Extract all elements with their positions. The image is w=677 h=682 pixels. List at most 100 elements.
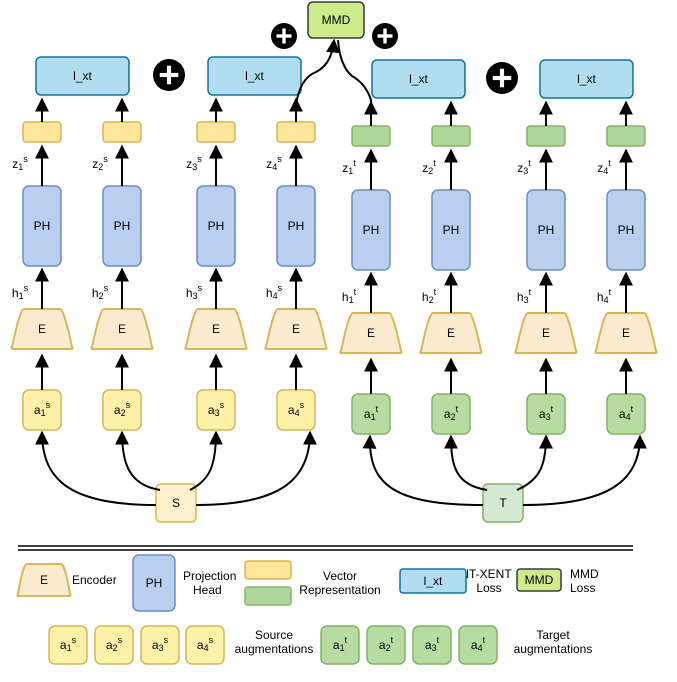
target-col-4-h-label: h4t [597,287,612,305]
legend-vector-label-2: Representation [299,583,380,597]
target-col-3-encoder [514,312,578,354]
plus-icon-1-bar-v [166,65,172,85]
legend-source-aug-text-1: Source [255,628,293,642]
target-col-3-encoder-label: E [542,326,550,340]
target-col-4-encoder [594,312,658,354]
legend-ph-symbol: PH [146,576,163,590]
target-col-1-z-label: z1t [342,158,356,176]
source-col-3-h-label: h3s [186,283,203,301]
curve-t-a2 [444,434,488,491]
plus-icon-3-bar-v [282,28,286,44]
curve-t-a4 [522,434,647,506]
curve-t-a3 [516,434,553,491]
mmd-curve-source [295,38,340,122]
legend-loss-symbol: l_xt [424,574,443,588]
target-node-label: T [499,496,507,510]
legend-mmd-label-1: MMD [570,567,599,581]
loss-box-source-2-label: l_xt [245,69,264,83]
source-col-2-vector [102,121,142,143]
legend-target-aug-label-1: a1t [333,635,348,653]
source-node [155,483,197,523]
curve-s-a3 [189,430,223,491]
legend-target-aug-2 [366,625,406,665]
target-col-2-encoder-label: E [447,326,455,340]
source-col-1-augmentation-label: a1s [34,400,51,418]
legend-ph-icon [132,554,176,612]
target-col-3-augmentation-label: a3t [539,404,554,422]
legend-mmd-symbol: MMD [525,573,554,587]
legend-source-aug-3 [140,625,180,665]
target-col-3-h-label: h3t [517,287,532,305]
legend-source-aug-label-4: a4s [197,635,214,653]
target-col-4-projection-head-label: PH [618,223,635,237]
source-col-3-augmentation-label: a3s [208,400,225,418]
source-col-4-augmentation-label: a4s [288,400,305,418]
source-node-label: S [172,496,180,510]
target-col-1-encoder-label: E [367,326,375,340]
legend-source-aug-label-3: a3s [152,635,169,653]
source-col-4-encoder [264,308,328,350]
loss-box-target-1-label: l_xt [409,72,428,86]
curve-s-a2 [115,430,161,491]
source-col-3-encoder [184,308,248,350]
target-col-2-encoder [419,312,483,354]
source-col-4-projection-head-label: PH [288,219,305,233]
target-col-3-vector [526,125,566,147]
legend-source-aug-label-2: a2s [106,635,123,653]
legend-source-aug-4 [185,625,225,665]
legend-vector-label-1: Vector [323,569,357,583]
loss-box-source-1 [35,56,130,96]
target-col-1-h-label: h1t [342,287,357,305]
legend-mmd-label-2: Loss [570,581,595,595]
source-col-3-z-label: z3s [186,154,202,172]
target-node [482,483,524,523]
legend-vector-source-icon [244,560,292,580]
mmd-curve-target [337,39,372,122]
legend-ph-label-2: Head [193,583,222,597]
legend-target-aug-label-3: a3t [425,635,440,653]
source-col-1-projection-head-label: PH [34,219,51,233]
loss-box-target-2 [539,59,634,99]
legend-source-aug-2 [94,625,134,665]
source-col-1-vector [22,121,62,143]
target-col-1-projection-head-label: PH [363,223,380,237]
target-col-2-z-label: z2t [422,158,436,176]
legend-source-aug-label-1: a1s [60,635,77,653]
source-col-2-h-label: h2s [92,283,109,301]
source-col-3-projection-head-label: PH [208,219,225,233]
source-col-1-h-label: h1s [12,283,29,301]
loss-box-source-1-label: l_xt [73,69,92,83]
source-col-4-z-label: z4s [266,154,282,172]
legend-target-aug-label-2: a2t [379,635,394,653]
diagram-main: a1sEh1sPHz1sa2sEh2sPHz2sa3sEh3sPHz3sa4sE… [10,1,658,523]
source-col-2-augmentation-label: a2s [114,400,131,418]
legend-target-aug-4 [458,625,498,665]
target-col-3-z-label: z3t [517,158,531,176]
legend-loss-icon [399,568,467,594]
target-col-4-encoder-label: E [622,326,630,340]
legend-target-aug-text-1: Target [536,628,570,642]
target-col-4-vector [606,125,646,147]
loss-box-target-2-label: l_xt [577,72,596,86]
source-col-2-z-label: z2s [92,154,108,172]
source-col-3-encoder-label: E [212,322,220,336]
legend-target-aug-label-4: a4t [471,635,486,653]
target-col-2-h-label: h2t [422,287,437,305]
source-col-4-vector [276,121,316,143]
legend-loss-label-1: NT-XENT [460,567,512,581]
target-col-4-z-label: z4t [597,158,611,176]
curve-s-a4 [195,430,317,506]
legend-mmd-icon [516,568,562,592]
target-col-2-vector [431,125,471,147]
mmd-box [307,1,365,39]
plus-icon-2-bar-v [499,68,505,88]
loss-box-source-2 [207,56,302,96]
source-col-2-projection-head-label: PH [114,219,131,233]
source-col-4-encoder-label: E [292,322,300,336]
source-col-1-encoder [10,308,74,350]
legend-vector-target-icon [244,586,292,606]
source-col-1-encoder-label: E [38,322,46,336]
legend-encoder-symbol: E [40,573,48,587]
